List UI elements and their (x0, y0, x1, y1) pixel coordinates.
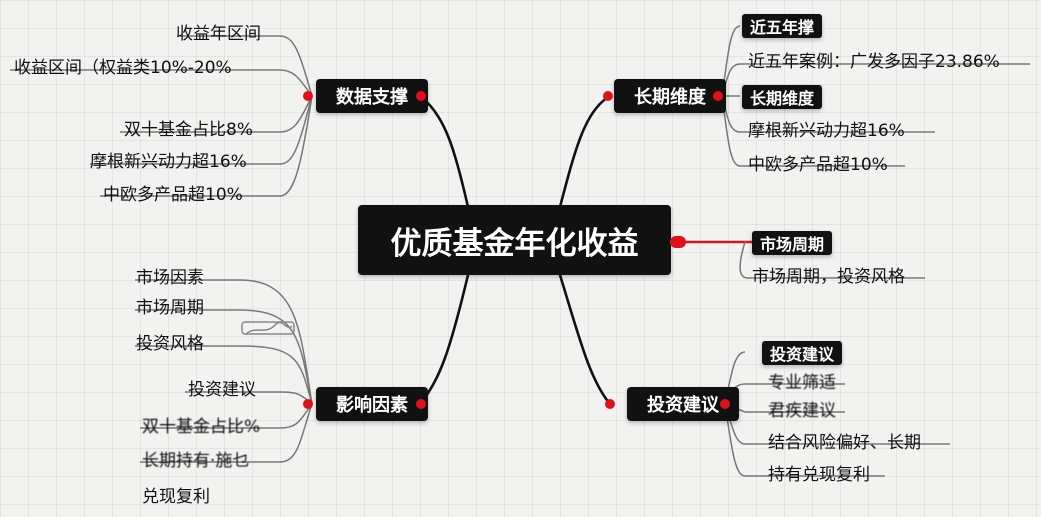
link-ds-3 (120, 95, 313, 133)
influence-leaf-5: 双十基金占比% (142, 417, 261, 437)
influence-left-dot (303, 399, 313, 409)
link-ds-4 (90, 95, 313, 165)
invest-advice-leaf-1: 专业筛适 (768, 373, 836, 393)
link-ds-1 (180, 35, 313, 97)
long-term-leaf-1: 近五年案例：广发多因子23.86% (748, 52, 1000, 72)
market-cycle-leaf-1: 市场周期，投资风格 (752, 267, 905, 287)
invest-advice-leaf-4: 持有兑现复利 (768, 465, 870, 485)
data-support-left-dot (303, 91, 313, 101)
influence-leaf-6: 长期持有·施乜 (142, 451, 250, 471)
data-support-leaf-2: 收益区间（权益类10%-20% (14, 58, 232, 78)
influence-leaf-3: 投资风格 (136, 334, 204, 354)
influence-leaf-7: 兑现复利 (142, 487, 210, 507)
influence-right-dot (416, 399, 426, 409)
invest-advice-left-dot (605, 399, 615, 409)
invest-advice-right-dot (720, 399, 730, 409)
link-center-data-support (418, 94, 470, 209)
link-ds-5 (100, 95, 313, 197)
long-term-leaf-2: 摩根新兴动力超16% (748, 121, 905, 141)
link-inf-6 (140, 403, 313, 463)
invest-advice-tag[interactable]: 投资建议 (762, 341, 843, 365)
data-support-leaf-3: 双十基金占比8% (124, 120, 253, 140)
data-support-leaf-5: 中欧多产品超10% (103, 185, 243, 205)
data-support-leaf-4: 摩根新兴动力超16% (90, 152, 247, 172)
data-support-leaf-1: 收益年区间 (176, 24, 261, 44)
branch-market-cycle[interactable]: 市场周期 (752, 231, 833, 255)
link-inf-3 (135, 345, 313, 405)
influence-scribble-mark (241, 321, 295, 335)
long-term-left-dot (603, 91, 613, 101)
data-support-right-dot (416, 91, 426, 101)
link-mc-1 (739, 241, 925, 279)
center-connector-dot (670, 236, 686, 248)
link-inf-2 (135, 309, 313, 405)
influence-leaf-1: 市场因素 (136, 268, 204, 288)
center-node[interactable]: 优质基金年化收益 (358, 205, 671, 275)
link-center-long-term (558, 94, 612, 209)
branch-data-support[interactable]: 数据支撑 (316, 79, 428, 113)
branch-influence[interactable]: 影响因素 (316, 387, 428, 421)
invest-advice-leaf-2: 君疾建议 (768, 401, 836, 421)
long-term-tag-2[interactable]: 长期维度 (742, 85, 823, 109)
link-center-influence (418, 273, 470, 406)
long-term-leaf-3: 中欧多产品超10% (748, 155, 888, 175)
branch-long-term[interactable]: 长期维度 (614, 79, 726, 113)
influence-leaf-4: 投资建议 (188, 380, 256, 400)
link-center-invest-advice (558, 273, 612, 406)
invest-advice-leaf-3: 结合风险偏好、长期 (768, 433, 921, 453)
link-inf-1 (135, 279, 313, 405)
long-term-tag-1[interactable]: 近五年撑 (742, 14, 823, 38)
long-term-right-dot (713, 91, 723, 101)
influence-leaf-2: 市场周期 (136, 298, 204, 318)
